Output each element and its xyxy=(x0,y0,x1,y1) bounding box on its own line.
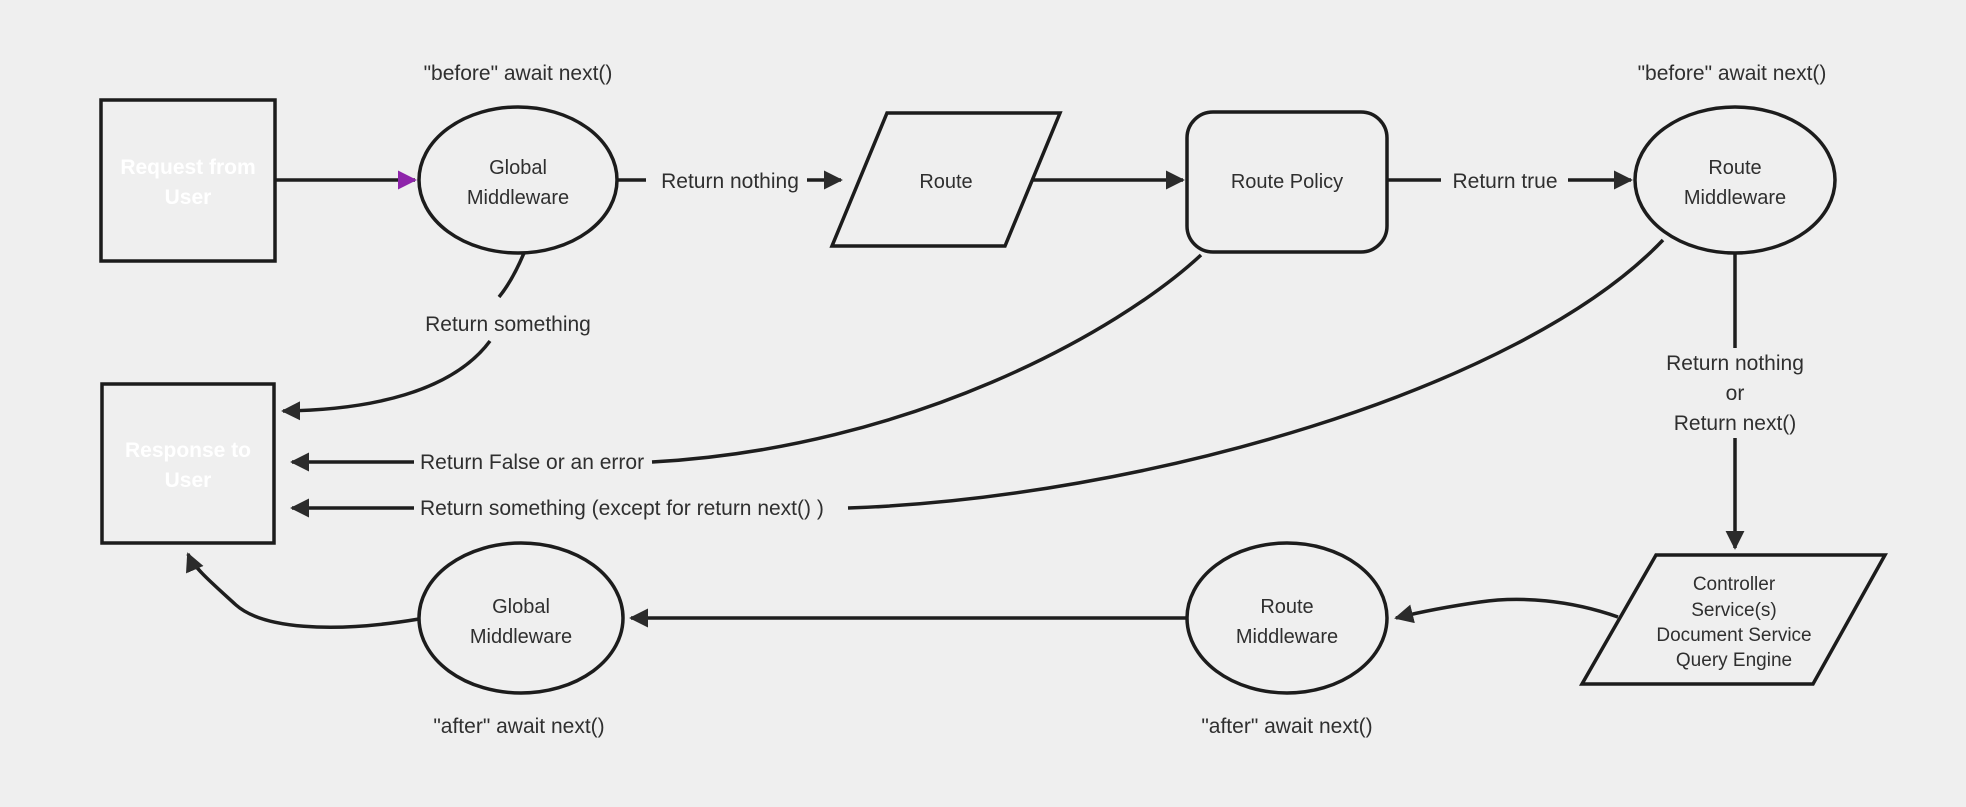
edge-return-something-lower xyxy=(281,339,492,421)
global-middleware-top-label-line1: Global xyxy=(489,157,547,179)
global-middleware-top-ellipse xyxy=(417,105,619,255)
edge-global-mw-to-response xyxy=(186,552,420,629)
controller-services-node: Controller Service(s) Document Service Q… xyxy=(1578,553,1888,686)
route-middleware-bottom-label-line1: Route xyxy=(1260,596,1313,618)
route-middleware-bottom-node: Route Middleware xyxy=(1185,541,1389,695)
route-middleware-bottom-ellipse xyxy=(1185,541,1389,695)
route-label: Route xyxy=(919,171,972,193)
return-nothing-label: Return nothing xyxy=(661,170,799,193)
edge-return-something-except-curve xyxy=(847,238,1665,510)
return-something-label: Return something xyxy=(425,313,591,336)
controller-label-line4: Query Engine xyxy=(1676,650,1792,671)
route-middleware-bottom-label-line2: Middleware xyxy=(1236,626,1338,648)
route-middleware-top-label-line2: Middleware xyxy=(1684,187,1786,209)
route-middleware-top-ellipse xyxy=(1633,105,1837,255)
return-nothing-or-label-line1: Return nothing xyxy=(1666,352,1804,375)
response-to-user-label-line2: User xyxy=(165,469,212,492)
request-from-user-label-line1: Request from xyxy=(120,156,255,179)
global-middleware-top-label-line2: Middleware xyxy=(467,187,569,209)
route-parallelogram xyxy=(829,111,1063,248)
route-policy-node: Route Policy xyxy=(1185,110,1389,254)
route-policy-label: Route Policy xyxy=(1231,171,1343,193)
response-to-user-label-line1: Response to xyxy=(125,439,251,462)
route-node: Route xyxy=(829,111,1063,248)
after-await-next-left-label: "after" await next() xyxy=(433,715,604,738)
global-middleware-bottom-ellipse xyxy=(417,541,625,695)
controller-label-line1: Controller xyxy=(1693,574,1776,595)
before-await-next-right-label: "before" await next() xyxy=(1638,62,1827,85)
return-nothing-or-label-line3: Return next() xyxy=(1674,412,1797,435)
return-nothing-or-label-line2: or xyxy=(1726,382,1745,405)
after-await-next-right-label: "after" await next() xyxy=(1201,715,1372,738)
request-from-user-box xyxy=(99,98,277,263)
controller-services-parallelogram xyxy=(1578,553,1888,686)
route-middleware-top-label-line1: Route xyxy=(1708,157,1761,179)
return-true-label: Return true xyxy=(1452,170,1557,193)
global-middleware-bottom-label-line2: Middleware xyxy=(470,626,572,648)
route-policy-box xyxy=(1185,110,1389,254)
global-middleware-bottom-node: Global Middleware xyxy=(417,541,625,695)
edge-return-something-upper xyxy=(497,252,526,299)
request-from-user-node: Request from User xyxy=(99,98,277,263)
response-to-user-box xyxy=(100,382,276,545)
controller-label-line2: Service(s) xyxy=(1691,600,1777,621)
controller-label-line3: Document Service xyxy=(1656,625,1811,646)
global-middleware-top-node: Global Middleware xyxy=(417,105,619,255)
edge-controller-to-route-middleware xyxy=(1394,597,1619,624)
before-await-next-left-label: "before" await next() xyxy=(424,62,613,85)
request-from-user-label-line2: User xyxy=(165,186,212,209)
return-false-error-label: Return False or an error xyxy=(420,451,644,474)
global-middleware-bottom-label-line1: Global xyxy=(492,596,550,618)
return-something-except-label: Return something (except for return next… xyxy=(420,497,824,520)
route-middleware-top-node: Route Middleware xyxy=(1633,105,1837,255)
response-to-user-node: Response to User xyxy=(100,382,276,545)
edge-return-false-curve xyxy=(651,253,1203,464)
